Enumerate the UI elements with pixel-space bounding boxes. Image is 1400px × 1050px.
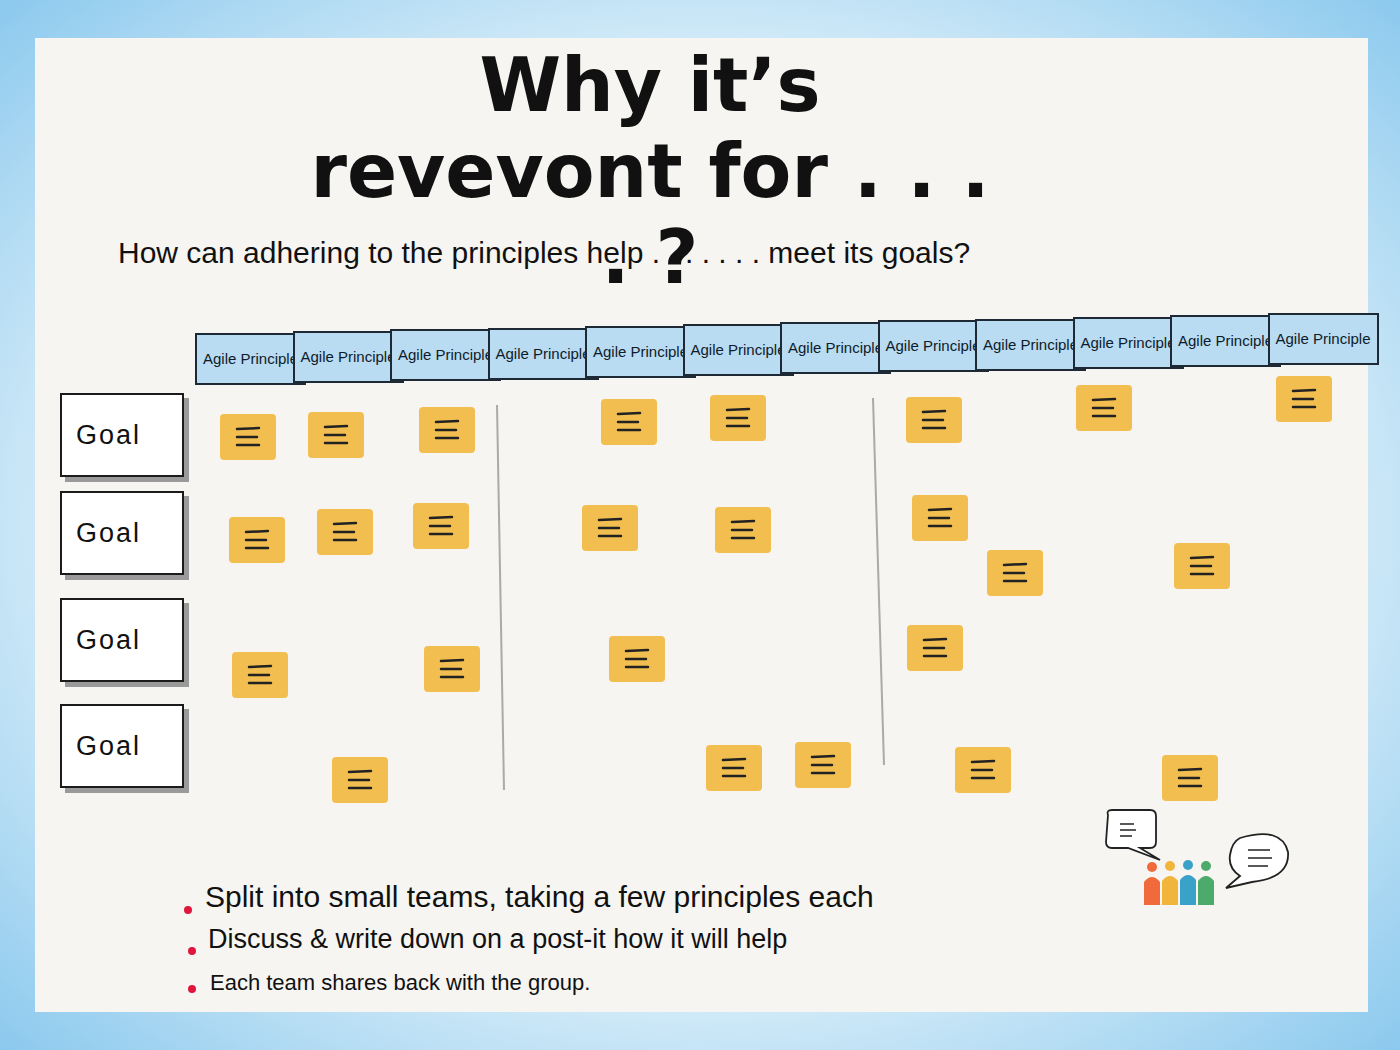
goal-box: Goal [60, 393, 184, 477]
bullet-dots [184, 906, 196, 993]
post-it-note [220, 414, 276, 460]
instruction-bullet: Split into small teams, taking a few pri… [205, 880, 1105, 914]
goal-box: Goal [60, 491, 184, 575]
post-it-note [609, 636, 665, 682]
principle-box: Agile Principle [780, 322, 891, 374]
post-it-note [710, 395, 766, 441]
post-it-note [795, 742, 851, 788]
principle-text: Agile Principle [301, 348, 396, 366]
principle-text: Agile Principle [1178, 332, 1273, 350]
post-it-note [715, 507, 771, 553]
principle-box: Agile Principle [1073, 317, 1184, 369]
goal-box: Goal [60, 704, 184, 788]
principle-box: Agile Principle [293, 331, 404, 383]
principle-text: Agile Principle [983, 336, 1078, 354]
principle-text: Agile Principle [203, 350, 298, 368]
post-it-note [706, 745, 762, 791]
principle-box: Agile Principle [195, 333, 306, 385]
principle-text: Agile Principle [886, 337, 981, 355]
post-it-note [1162, 755, 1218, 801]
post-it-group [220, 376, 1332, 803]
team-icon [1106, 810, 1288, 905]
post-it-note [987, 550, 1043, 596]
post-it-note [308, 412, 364, 458]
card [35, 38, 1368, 1012]
principle-box: Agile Principle [1170, 315, 1281, 367]
post-it-note [912, 495, 968, 541]
instruction-bullet: Each team shares back with the group. [210, 970, 1110, 996]
principle-text: Agile Principle [593, 343, 688, 361]
instruction-bullet: Discuss & write down on a post-it how it… [208, 924, 1108, 955]
goal-box: Goal [60, 598, 184, 682]
principle-box: Agile Principle [488, 328, 599, 380]
post-it-note [317, 509, 373, 555]
divider-line [873, 398, 884, 765]
post-it-note [601, 399, 657, 445]
post-it-note [955, 747, 1011, 793]
principle-box: Agile Principle [975, 319, 1086, 371]
principle-text: Agile Principle [788, 339, 883, 357]
post-it-note [907, 625, 963, 671]
principle-box: Agile Principle [585, 326, 696, 378]
post-it-note [906, 397, 962, 443]
principle-box: Agile Principle [1268, 313, 1379, 365]
divider-line [497, 405, 504, 790]
principle-box: Agile Principle [683, 324, 794, 376]
subtitle: How can adhering to the principles help … [118, 236, 1338, 270]
principle-text: Agile Principle [1276, 330, 1371, 348]
post-it-note [424, 646, 480, 692]
post-it-note [229, 517, 285, 563]
post-it-note [582, 505, 638, 551]
principle-text: Agile Principle [496, 345, 591, 363]
principle-text: Agile Principle [398, 346, 493, 364]
post-it-note [1076, 385, 1132, 431]
post-it-note [332, 757, 388, 803]
principle-box: Agile Principle [878, 320, 989, 372]
goal-text: Goal [76, 731, 141, 762]
goal-text: Goal [76, 420, 141, 451]
post-it-note [413, 503, 469, 549]
post-it-note [1276, 376, 1332, 422]
principle-box: Agile Principle [390, 329, 501, 381]
post-it-note [419, 407, 475, 453]
principle-text: Agile Principle [1081, 334, 1176, 352]
post-it-note [1174, 543, 1230, 589]
goal-text: Goal [76, 518, 141, 549]
goal-text: Goal [76, 625, 141, 656]
post-it-note [232, 652, 288, 698]
principle-text: Agile Principle [691, 341, 786, 359]
